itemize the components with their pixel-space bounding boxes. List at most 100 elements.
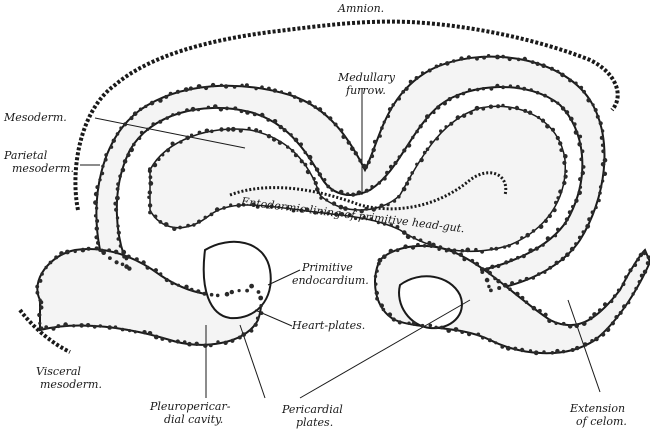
nucleus [419, 124, 423, 128]
nucleus [407, 177, 411, 181]
nucleus [598, 191, 602, 195]
nucleus [190, 134, 193, 137]
nucleus [233, 106, 237, 110]
nucleus [622, 282, 626, 286]
nucleus [113, 202, 117, 206]
nucleus [482, 56, 486, 60]
nucleus [515, 241, 519, 245]
nucleus [40, 272, 44, 276]
nucleus [445, 249, 448, 252]
nucleus [374, 282, 377, 285]
nucleus [555, 261, 559, 265]
nucleus [487, 54, 490, 57]
label-amnion: Amnion. [338, 3, 384, 15]
nucleus [245, 110, 250, 115]
nucleus [419, 238, 423, 242]
nucleus [435, 137, 439, 141]
nucleus [591, 210, 595, 214]
label-extension-1: Extension [570, 403, 625, 415]
nucleus [412, 236, 416, 240]
nucleus [581, 149, 585, 153]
nucleus [610, 300, 614, 304]
nucleus [171, 142, 175, 146]
nucleus [148, 190, 152, 194]
nucleus [565, 110, 569, 114]
nucleus [504, 260, 508, 264]
label-pericardial-1: Pericardial [282, 404, 343, 416]
nucleus [375, 291, 379, 295]
nucleus [350, 146, 355, 151]
nucleus [146, 128, 149, 131]
nucleus [558, 189, 562, 193]
nucleus [459, 56, 463, 60]
nucleus [532, 276, 536, 280]
nucleus [351, 193, 355, 197]
nucleus [577, 142, 582, 147]
nucleus [99, 324, 103, 328]
nucleus [467, 55, 471, 59]
nucleus [229, 203, 232, 206]
nucleus [389, 165, 393, 169]
nucleus [501, 104, 504, 107]
nucleus [382, 308, 386, 312]
label-visceral-2: mesoderm. [40, 379, 102, 391]
nucleus [72, 324, 75, 327]
nucleus [189, 86, 193, 90]
nucleus [536, 62, 540, 66]
nucleus [340, 128, 344, 132]
nucleus [434, 326, 437, 329]
nucleus [520, 236, 523, 239]
nucleus [161, 153, 164, 156]
nucleus [358, 159, 362, 163]
nucleus [165, 116, 169, 120]
nucleus [151, 122, 155, 126]
nucleus [367, 160, 371, 164]
nucleus [192, 223, 196, 227]
nucleus [544, 219, 548, 223]
nucleus [488, 271, 492, 275]
nucleus [425, 114, 430, 119]
nucleus [154, 335, 159, 340]
label-parietal-2: mesoderm. [12, 163, 74, 175]
nucleus [104, 158, 108, 162]
nucleus [562, 322, 566, 326]
nucleus [582, 321, 587, 326]
nucleus [184, 285, 188, 289]
nucleus [599, 185, 602, 188]
nucleus [294, 153, 298, 157]
nucleus [419, 158, 423, 162]
nucleus [146, 266, 150, 270]
nucleus [547, 319, 551, 323]
nucleus [599, 121, 603, 125]
nucleus [554, 201, 558, 205]
nucleus [643, 270, 647, 274]
nucleus [559, 148, 563, 152]
nucleus [134, 330, 137, 333]
nucleus [245, 83, 249, 87]
nucleus [225, 107, 229, 111]
nucleus [545, 124, 550, 129]
nucleus [323, 178, 326, 181]
nucleus [594, 337, 599, 342]
nucleus [613, 294, 617, 298]
nucleus [112, 139, 116, 143]
nucleus [446, 328, 451, 333]
nucleus [210, 130, 214, 134]
nucleus [561, 106, 565, 110]
nucleus [574, 82, 577, 85]
nucleus [260, 311, 264, 315]
nucleus [582, 230, 585, 233]
nucleus [205, 129, 210, 134]
nucleus [365, 189, 369, 193]
nucleus [130, 116, 134, 120]
nucleus [556, 70, 559, 73]
nucleus [177, 284, 180, 287]
nucleus [503, 283, 508, 288]
nucleus [523, 57, 527, 61]
nucleus [421, 324, 425, 328]
nucleus [494, 247, 498, 251]
nucleus [558, 141, 562, 145]
nucleus [582, 165, 586, 169]
nucleus [536, 91, 540, 95]
nucleus [114, 325, 117, 328]
